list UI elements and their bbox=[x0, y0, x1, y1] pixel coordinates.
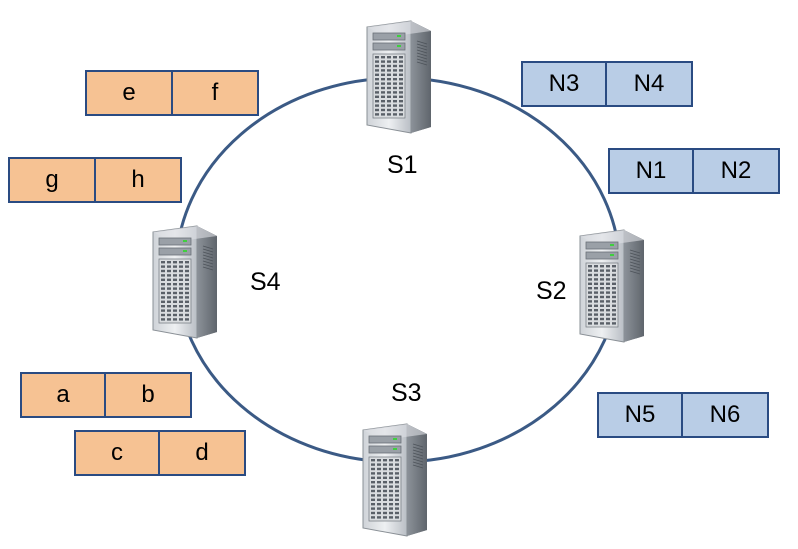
block-ef: e f bbox=[85, 70, 259, 116]
block-cell: b bbox=[106, 372, 192, 418]
block-cell: g bbox=[8, 157, 96, 203]
block-cell: N6 bbox=[683, 392, 769, 438]
server-tower-icon bbox=[357, 420, 431, 538]
block-n3n4: N3 N4 bbox=[521, 61, 693, 107]
server-tower-icon bbox=[361, 17, 435, 135]
block-cell: f bbox=[173, 70, 259, 116]
block-ab: a b bbox=[20, 372, 192, 418]
block-cell: h bbox=[96, 157, 182, 203]
server-tower-icon bbox=[147, 222, 221, 340]
server-label-s3: S3 bbox=[391, 379, 422, 407]
server-label-s1: S1 bbox=[387, 151, 418, 179]
block-cell: e bbox=[85, 70, 173, 116]
block-cell: c bbox=[74, 430, 160, 476]
block-cd: c d bbox=[74, 430, 246, 476]
server-label-s2: S2 bbox=[536, 277, 567, 305]
block-cell: N3 bbox=[521, 61, 607, 107]
server-tower-icon bbox=[574, 226, 648, 344]
block-n1n2: N1 N2 bbox=[608, 148, 780, 194]
block-cell: N4 bbox=[607, 61, 693, 107]
block-n5n6: N5 N6 bbox=[597, 392, 769, 438]
block-gh: g h bbox=[8, 157, 182, 203]
block-cell: N1 bbox=[608, 148, 694, 194]
block-cell: N5 bbox=[597, 392, 683, 438]
block-cell: d bbox=[160, 430, 246, 476]
block-cell: a bbox=[20, 372, 106, 418]
block-cell: N2 bbox=[694, 148, 780, 194]
server-label-s4: S4 bbox=[250, 268, 281, 296]
